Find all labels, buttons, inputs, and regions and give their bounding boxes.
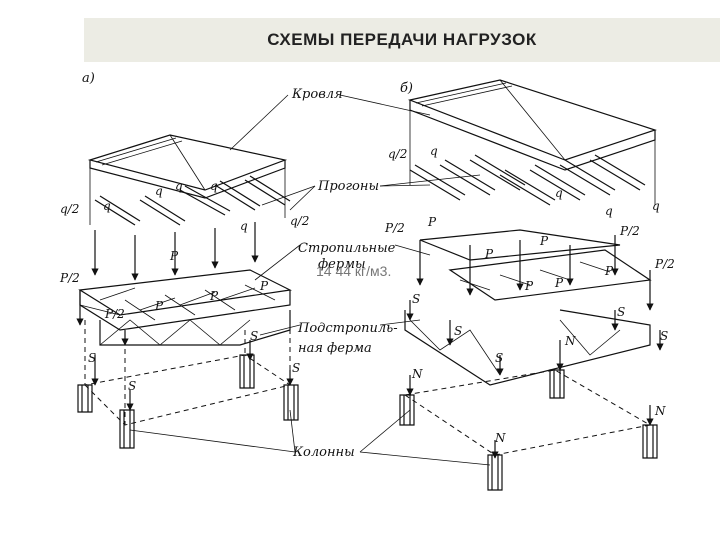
sub-truss-a (99, 310, 291, 346)
header-bar: СХЕМЫ ПЕРЕДАЧИ НАГРУЗОК (84, 18, 720, 62)
roof-slab-b (407, 79, 657, 205)
symbol-p2: P/2 (59, 271, 80, 285)
rafter-truss-a (78, 269, 292, 331)
symbol-q: q (155, 184, 163, 198)
figure-b-label: б) (400, 81, 413, 96)
symbol-n: N (654, 404, 666, 418)
symbol-q: q (175, 179, 183, 193)
symbol-p: P (169, 249, 179, 263)
symbol-q: q (430, 144, 438, 158)
symbol-q: q (103, 199, 111, 213)
columns-a (77, 354, 299, 449)
load-arrows-b (406, 235, 664, 459)
symbol-q: q (605, 204, 613, 218)
symbol-n: N (411, 367, 423, 381)
symbol-p2: P/2 (384, 221, 405, 235)
overlay-text: 14 44 кг/м3. (316, 263, 391, 279)
symbol-q: q (555, 186, 563, 200)
symbol-p: P (209, 289, 219, 303)
sub-truss-label-2: ная ферма (298, 341, 372, 356)
columns-b (399, 369, 658, 491)
symbol-p: P (484, 247, 494, 261)
rafter-truss-label-2: фермы (318, 257, 366, 272)
symbol-n: N (564, 334, 576, 348)
callout-leaders (129, 94, 491, 466)
symbol-s: S (660, 329, 668, 343)
symbol-q: q (210, 179, 218, 193)
roof-slab-a (87, 134, 288, 199)
symbol-p2: P/2 (619, 224, 640, 238)
symbol-p: P (539, 234, 549, 248)
symbol-p2: P/2 (104, 307, 125, 321)
symbol-n: N (494, 431, 506, 445)
symbols-b: q/2 q q q q P/2 P P P P/2 P P P P/2 S S … (384, 144, 675, 445)
symbol-s: S (250, 329, 258, 343)
page-title: СХЕМЫ ПЕРЕДАЧИ НАГРУЗОК (267, 30, 537, 49)
symbols-a: q/2 q q q q q q/2 P/2 P P P P P/2 S S S … (59, 179, 309, 393)
symbol-s: S (412, 292, 420, 306)
load-arrows-a (76, 222, 294, 411)
purlins-a (89, 168, 291, 226)
symbol-q2: q/2 (388, 147, 407, 161)
symbol-s: S (292, 361, 300, 375)
roof-label: Кровля (291, 87, 343, 102)
sub-truss-label-1: Подстропиль- (297, 321, 398, 336)
purlins-label: Прогоны (317, 179, 379, 194)
symbol-q: q (652, 199, 660, 213)
symbol-p: P (524, 279, 534, 293)
symbol-p2: P/2 (654, 257, 675, 271)
symbol-p: P (604, 264, 614, 278)
symbol-p: P (154, 299, 164, 313)
scheme-b (399, 79, 664, 491)
sub-truss-b (404, 309, 651, 386)
symbol-s: S (128, 379, 136, 393)
rafter-truss-label-1: Стропильные (298, 241, 396, 256)
symbol-p: P (554, 276, 564, 290)
symbol-s: S (495, 351, 503, 365)
symbol-s: S (88, 351, 96, 365)
purlins-b (409, 154, 646, 206)
figure-a-label: а) (82, 71, 95, 86)
symbol-q2: q/2 (290, 214, 309, 228)
symbol-s: S (454, 324, 462, 338)
symbol-q: q (240, 219, 248, 233)
symbol-q2: q/2 (60, 202, 79, 216)
symbol-p: P (427, 215, 437, 229)
scheme-a (76, 134, 299, 449)
symbol-p: P (259, 279, 269, 293)
columns-label: Колонны (292, 445, 355, 460)
symbol-s: S (617, 305, 625, 319)
